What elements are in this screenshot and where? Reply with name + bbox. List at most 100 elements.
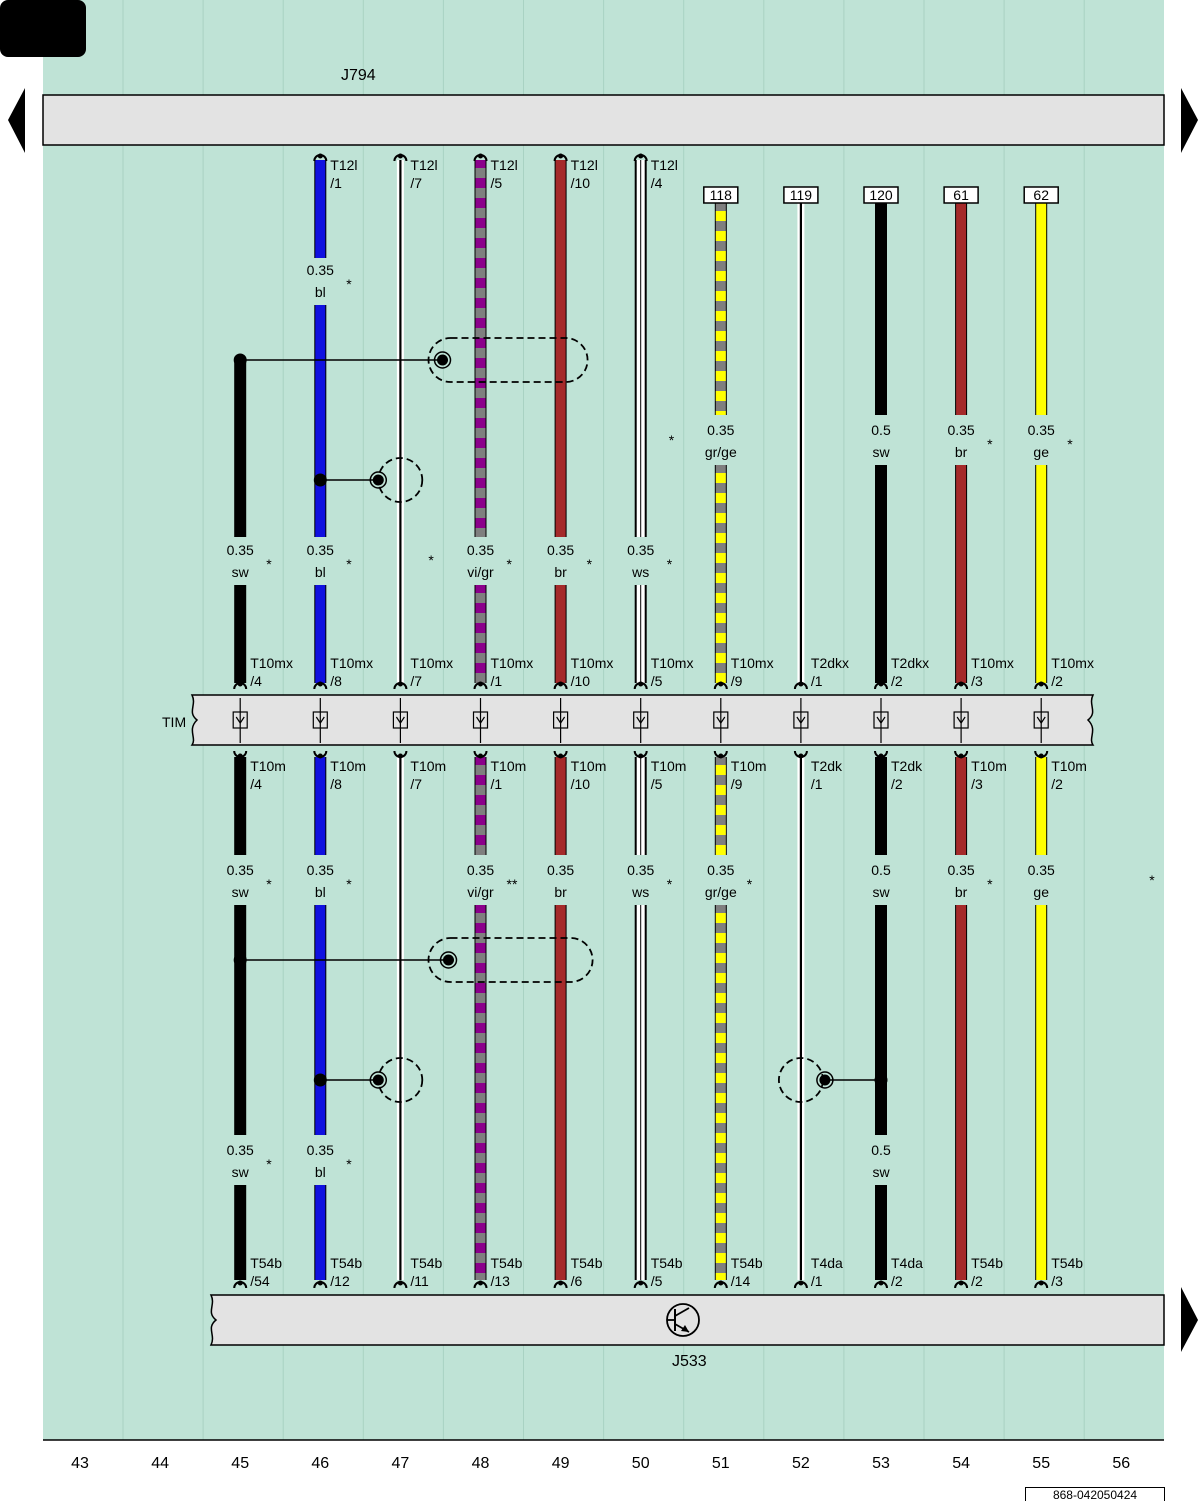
wire-54-segment — [955, 203, 968, 415]
wire-46-bot-pin-name: T54b — [330, 1255, 362, 1271]
column-number: 51 — [712, 1455, 730, 1472]
wire-53-tim-top-name: T2dkx — [891, 655, 929, 671]
wire-51-upper-label-color: gr/ge — [705, 444, 737, 460]
connector-pin-icon — [393, 153, 408, 162]
wire-45-mid-label-color: sw — [232, 564, 250, 580]
wire-46-segment — [314, 757, 327, 855]
wire-50-segment — [634, 905, 647, 1280]
wire-55-low-label-1-size: 0.35 — [1028, 862, 1055, 878]
wire-46-upper-label-star: * — [346, 276, 352, 292]
wire-46-mid-label-star: * — [346, 556, 352, 572]
tim-contact-icon — [552, 698, 569, 743]
wire-49-top-pin-num: /10 — [571, 175, 591, 191]
wire-50-mid-label-star: * — [667, 556, 673, 572]
wire-49-tim-top-name: T10mx — [571, 655, 614, 671]
connector-pin-icon — [874, 681, 888, 690]
connector-pin-icon — [233, 1280, 248, 1289]
svg-text:62: 62 — [1033, 187, 1049, 203]
wire-55-ref-box: 62 — [1023, 186, 1059, 204]
wire-46-mid-label-size: 0.35 — [307, 542, 334, 558]
column-number: 46 — [311, 1455, 329, 1472]
wire-50-tim-top-name: T10mx — [651, 655, 694, 671]
wire-49-low-label-1-size: 0.35 — [547, 862, 574, 878]
wire-53-segment — [875, 1185, 887, 1280]
wire-46-tim-top-num: /8 — [330, 673, 342, 689]
wire-52-tim-top-num: /1 — [811, 673, 823, 689]
wire-55-bot-pin-name: T54b — [1051, 1255, 1083, 1271]
wire-47-bot-pin-num: /11 — [410, 1273, 429, 1289]
wire-46-low-label-2-color: bl — [315, 1164, 326, 1180]
wire-55-tim-top-name: T10mx — [1051, 655, 1094, 671]
wire-50-bot-pin-num: /5 — [651, 1273, 663, 1289]
wire-52-bot-pin-num: /1 — [811, 1273, 823, 1289]
connector-pin-icon — [473, 1280, 488, 1289]
wire-49-low-label-1-color: br — [554, 884, 567, 900]
wire-51-upper-label-size: 0.35 — [707, 422, 734, 438]
wire-48-mid-label-star: * — [507, 556, 513, 572]
connector-pin-icon — [473, 750, 488, 759]
connector-pin-icon — [473, 681, 488, 690]
column-number: 56 — [1112, 1455, 1130, 1472]
connector-pin-icon — [393, 681, 408, 690]
wire-48-segment — [474, 757, 487, 855]
wire-51-tim-bot-num: /9 — [731, 776, 743, 792]
tim-unit-label: TIM — [162, 714, 186, 730]
top-unit-bar — [42, 94, 1165, 146]
wire-47-top-pin-name: T12l — [410, 157, 437, 173]
connector-pin-icon — [874, 1280, 888, 1289]
connector-pin-icon — [1034, 1280, 1049, 1289]
wire-46-segment — [314, 160, 327, 258]
wire-50-low-label-1-size: 0.35 — [627, 862, 654, 878]
column-number: 49 — [552, 1455, 570, 1472]
wire-55-upper-label-size: 0.35 — [1028, 422, 1055, 438]
column-number: 47 — [392, 1455, 410, 1472]
wire-53-segment — [875, 905, 887, 1135]
wire-51-tim-top-name: T10mx — [731, 655, 774, 671]
wire-45-low-label-2-size: 0.35 — [227, 1142, 254, 1158]
wire-45-low-label-2-color: sw — [232, 1164, 250, 1180]
wire-55-upper-label-star: * — [1067, 436, 1073, 452]
wire-53-low-label-1-color: sw — [872, 884, 890, 900]
wire-49-tim-bot-name: T10m — [571, 758, 607, 774]
tim-contact-icon — [1033, 698, 1049, 743]
column-number: 50 — [632, 1455, 650, 1472]
wire-48-tim-bot-name: T10m — [491, 758, 527, 774]
wire-52-segment — [797, 757, 805, 1280]
tim-contact-icon — [713, 698, 729, 743]
wire-49-bot-pin-name: T54b — [571, 1255, 603, 1271]
connector-pin-icon — [553, 153, 568, 162]
wire-48-segment — [474, 585, 487, 683]
wire-51-ref-box: 118 — [703, 186, 739, 204]
wire-48-bot-pin-name: T54b — [491, 1255, 523, 1271]
connector-pin-icon — [393, 750, 408, 759]
wire-54-upper-label-color: br — [955, 444, 968, 460]
prev-page-arrow-icon[interactable] — [8, 88, 25, 153]
wire-50-bot-pin-name: T54b — [651, 1255, 683, 1271]
wire-46-low-label-1-star: * — [346, 876, 352, 892]
connector-pin-icon — [233, 681, 248, 690]
wire-47-tim-top-num: /7 — [410, 673, 422, 689]
tim-contact-icon — [953, 698, 969, 743]
tim-contact-icon — [633, 698, 649, 743]
wire-46-upper-label-color: bl — [315, 284, 326, 300]
next-page-arrow-bottom-icon[interactable] — [1181, 1287, 1198, 1352]
connector-pin-icon — [633, 681, 648, 690]
wire-48-low-label-1-color: vi/gr — [467, 884, 494, 900]
connector-pin-icon — [313, 1280, 328, 1289]
wire-53-low-label-2-size: 0.5 — [871, 1142, 891, 1158]
next-page-arrow-icon[interactable] — [1181, 88, 1198, 153]
wire-53-tim-bot-num: /2 — [891, 776, 903, 792]
svg-text:61: 61 — [953, 187, 969, 203]
connector-pin-icon — [633, 153, 648, 162]
wire-47-tim-top-name: T10mx — [410, 655, 453, 671]
wire-47-segment — [396, 160, 404, 683]
wire-45-tim-top-num: /4 — [250, 673, 262, 689]
tim-contact-icon — [472, 698, 489, 743]
wire-55-segment — [1035, 905, 1048, 1280]
wire-49-tim-bot-num: /10 — [571, 776, 591, 792]
wire-45-tim-bot-name: T10m — [250, 758, 286, 774]
wire-49-tim-top-num: /10 — [571, 673, 591, 689]
wire-48-tim-bot-num: /1 — [491, 776, 503, 792]
tim-contact-icon — [312, 698, 328, 743]
wire-45-tim-top-name: T10mx — [250, 655, 293, 671]
